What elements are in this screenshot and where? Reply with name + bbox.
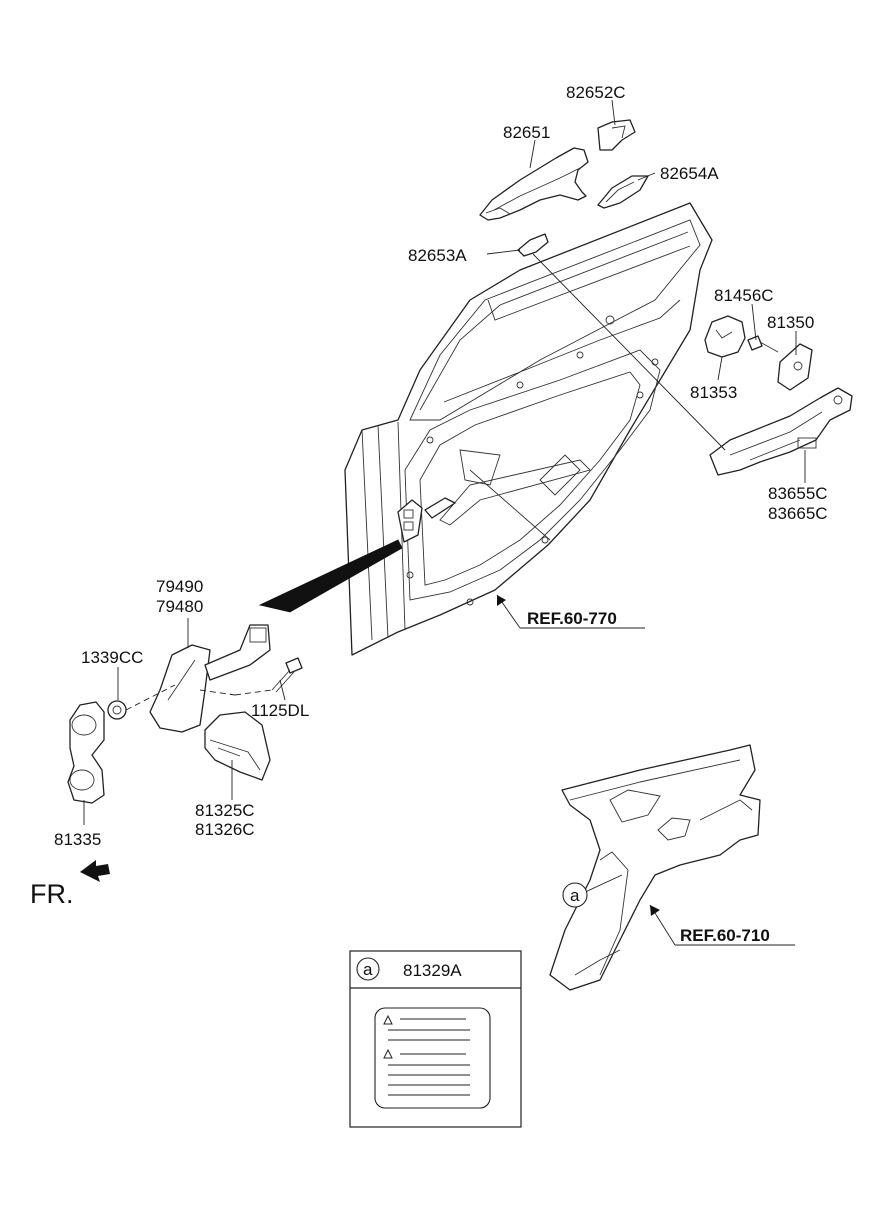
label-81325C: 81325C (195, 801, 255, 820)
label-81456C: 81456C (714, 286, 774, 305)
latch-bracket-part (709, 387, 853, 476)
callout-marker-circle (562, 882, 588, 908)
check-cover-part (204, 711, 271, 781)
front-label: FR. (30, 879, 74, 909)
label-1125DL: 1125DL (251, 701, 309, 720)
ref-arrows (496, 594, 795, 946)
door-check-assembly (67, 624, 303, 804)
label-callout-box (349, 950, 522, 1128)
outside-handle-assembly (479, 119, 649, 257)
callout-box-part-number: 81329A (403, 961, 462, 980)
callout-marker-label: a (570, 886, 580, 905)
ref-quarter: REF.60-710 (680, 926, 770, 945)
door-check-pointer (258, 539, 403, 613)
label-82653A: 82653A (408, 246, 467, 265)
striker-part (777, 343, 813, 391)
latch-assembly (704, 315, 853, 476)
quarter-panel (549, 744, 761, 991)
label-83655C: 83655C (768, 484, 828, 503)
label-82652C: 82652C (566, 83, 626, 102)
rear-door-panel (344, 202, 713, 656)
door-check-part (149, 644, 211, 733)
ref-door: REF.60-770 (527, 609, 617, 628)
label-82651: 82651 (503, 123, 550, 142)
handle-cover-part (597, 119, 636, 151)
handle-pad-part (597, 175, 649, 209)
label-81353: 81353 (690, 383, 737, 402)
label-81326C: 81326C (195, 820, 255, 839)
bolt-part (285, 657, 303, 674)
hinge-cover-part (67, 701, 105, 804)
label-82654A: 82654A (660, 164, 719, 183)
handle-pad-small-part (517, 233, 549, 257)
label-83665C: 83665C (768, 504, 828, 523)
nut-part (107, 700, 127, 720)
door-check-arm (204, 624, 271, 681)
front-direction-arrow-icon (80, 860, 110, 882)
callout-box-marker: a (363, 960, 373, 979)
outside-handle-part (479, 147, 589, 221)
label-1339CC: 1339CC (81, 648, 143, 667)
caution-label-drawing (374, 1007, 491, 1109)
label-81350: 81350 (767, 313, 814, 332)
label-79490: 79490 (156, 577, 203, 596)
label-81335: 81335 (54, 830, 101, 849)
leader-lines (83, 99, 806, 894)
label-79480: 79480 (156, 597, 203, 616)
